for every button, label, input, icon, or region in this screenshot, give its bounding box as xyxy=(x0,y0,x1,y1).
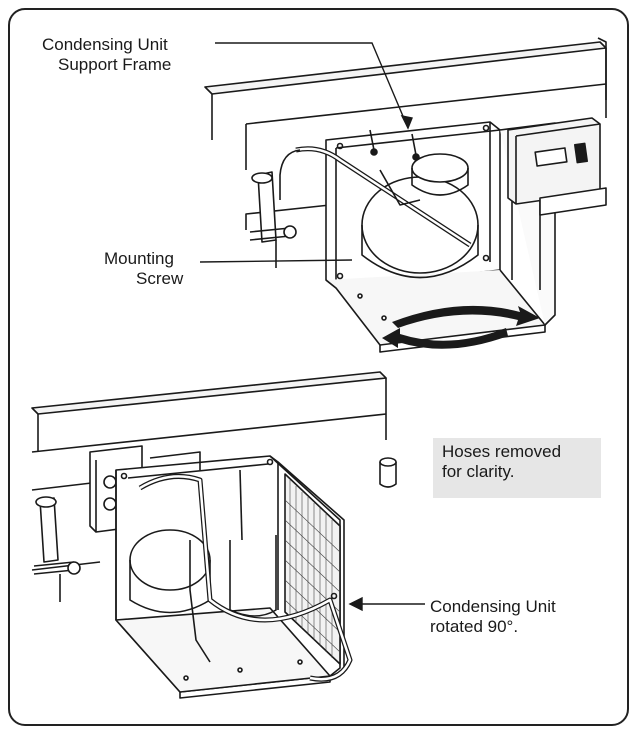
hoses-note-line2: for clarity. xyxy=(442,462,515,481)
hoses-note-line1: Hoses removed xyxy=(442,442,562,461)
bottom-leaders xyxy=(348,596,425,612)
top-leaders xyxy=(199,42,413,263)
rotation-arrows xyxy=(382,305,540,349)
hoses-note-box xyxy=(433,438,601,498)
label-support-frame-line1: Condensing Unit xyxy=(42,35,168,54)
label-mounting-screw-line2: Screw xyxy=(136,269,184,288)
label-rotated-line2: rotated 90°. xyxy=(430,617,518,636)
bottom-assembly xyxy=(31,371,397,699)
label-mounting-screw-line1: Mounting xyxy=(104,249,174,268)
top-assembly xyxy=(204,37,607,353)
label-rotated-line1: Condensing Unit xyxy=(430,597,556,616)
label-support-frame-line2: Support Frame xyxy=(58,55,171,74)
outer-frame xyxy=(8,8,629,726)
hoses-note: Hoses removed for clarity. xyxy=(442,442,602,482)
